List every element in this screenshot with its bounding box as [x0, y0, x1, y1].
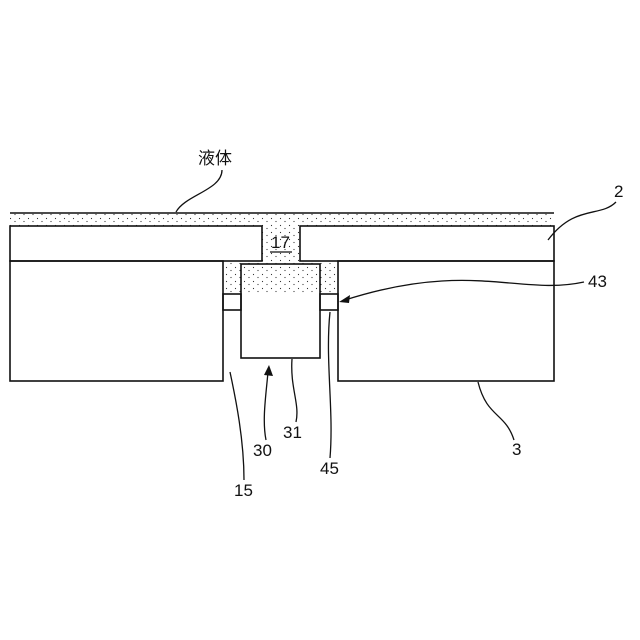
- leader-liquid: [176, 170, 222, 212]
- label-seal-lower: 45: [320, 459, 339, 478]
- seal-left: [223, 294, 241, 310]
- label-member: 30: [253, 441, 272, 460]
- label-member-body: 31: [283, 423, 302, 442]
- base-plate-right: [338, 261, 554, 381]
- label-seal-upper: 43: [588, 272, 607, 291]
- cover-plate-left: [10, 226, 262, 261]
- leader-member: [264, 372, 268, 440]
- leader-cover-plate: [548, 202, 616, 240]
- label-cover-plate: 2: [614, 182, 623, 201]
- liquid-layer: [10, 213, 554, 226]
- cover-plate-right: [300, 226, 554, 261]
- arrow-member: [264, 365, 273, 376]
- seal-right: [320, 294, 338, 310]
- label-opening: 17: [271, 233, 290, 252]
- arrow-seal-upper: [339, 295, 350, 303]
- leader-seal-lower: [328, 312, 331, 458]
- label-base-plate: 3: [512, 440, 521, 459]
- leader-base-plate: [478, 382, 514, 440]
- label-liquid: 液体: [198, 149, 232, 169]
- leader-member-body: [292, 359, 297, 422]
- leader-seal-upper: [345, 280, 584, 300]
- leader-gap-left: [230, 372, 244, 480]
- label-gap-left: 15: [234, 481, 253, 500]
- base-plate-left: [10, 261, 223, 381]
